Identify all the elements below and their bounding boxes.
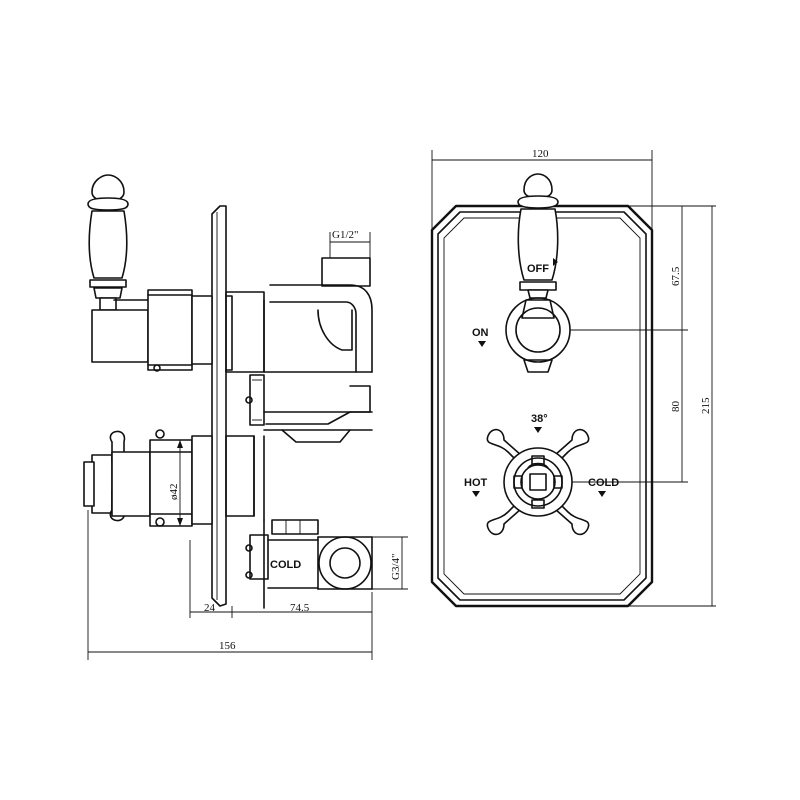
on-label: ON xyxy=(472,327,489,339)
hot-arrow xyxy=(472,491,480,497)
upper-spindle xyxy=(91,289,233,372)
dim-overall-depth: 156 xyxy=(219,640,236,652)
dim-diameter: ø42 xyxy=(168,484,180,501)
dim-height: 215 xyxy=(700,397,712,414)
side-cold-label: COLD xyxy=(270,559,301,571)
side-dimensions: G1/2" ø42 G3/4" 24 74.5 156 xyxy=(87,229,408,660)
valve-body xyxy=(225,291,373,609)
lever-handle xyxy=(87,174,151,311)
dim-width: 120 xyxy=(532,148,549,160)
front-dimensions: 120 67.5 80 215 xyxy=(431,148,716,607)
inlet-elbow xyxy=(269,257,373,413)
front-cold-label: COLD xyxy=(588,477,619,489)
side-view: COLD G1/2" ø42 xyxy=(83,174,408,660)
dim-outlet-thread: G3/4" xyxy=(390,554,402,581)
front-cross-handle xyxy=(486,428,590,536)
outlet-connection xyxy=(317,536,373,590)
off-arrow xyxy=(553,258,558,266)
cross-handle-side xyxy=(83,429,213,527)
dim-upper-offset: 67.5 xyxy=(670,266,682,286)
front-lever-handle xyxy=(505,173,571,373)
dim-plate-depth: 24 xyxy=(204,602,216,614)
hot-label: HOT xyxy=(464,477,488,489)
dim-handle-spacing: 80 xyxy=(670,401,682,413)
dim-body-depth: 74.5 xyxy=(290,602,310,614)
wall-plate xyxy=(211,205,227,607)
on-arrow xyxy=(478,341,486,347)
front-view: OFF ON 38° HOT COLD xyxy=(430,148,716,608)
cold-arrow xyxy=(598,491,606,497)
temperature-arrow xyxy=(534,427,542,433)
off-label: OFF xyxy=(527,263,549,275)
diverter-wedge xyxy=(265,411,351,443)
temperature-label: 38° xyxy=(531,413,548,425)
dim-inlet-thread: G1/2" xyxy=(332,229,359,241)
